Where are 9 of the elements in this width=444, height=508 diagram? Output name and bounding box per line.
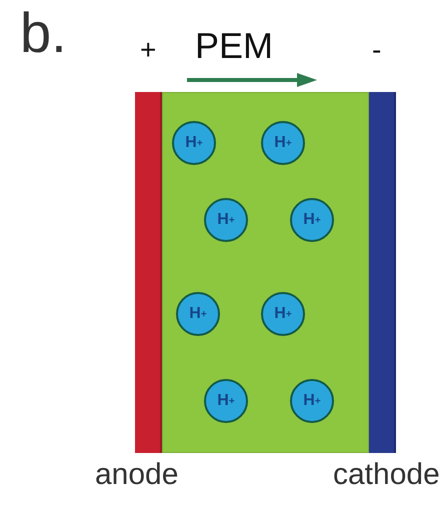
plus-sign: + xyxy=(140,36,156,64)
membrane-label: PEM xyxy=(195,28,274,64)
electrode-bar xyxy=(135,92,162,453)
electrode-bar xyxy=(369,92,396,453)
label-letter: b. xyxy=(20,5,67,61)
membrane-box xyxy=(162,92,369,453)
minus-sign: - xyxy=(372,36,382,64)
electrode-label: anode xyxy=(95,458,178,492)
electrode-label: cathode xyxy=(333,458,440,492)
